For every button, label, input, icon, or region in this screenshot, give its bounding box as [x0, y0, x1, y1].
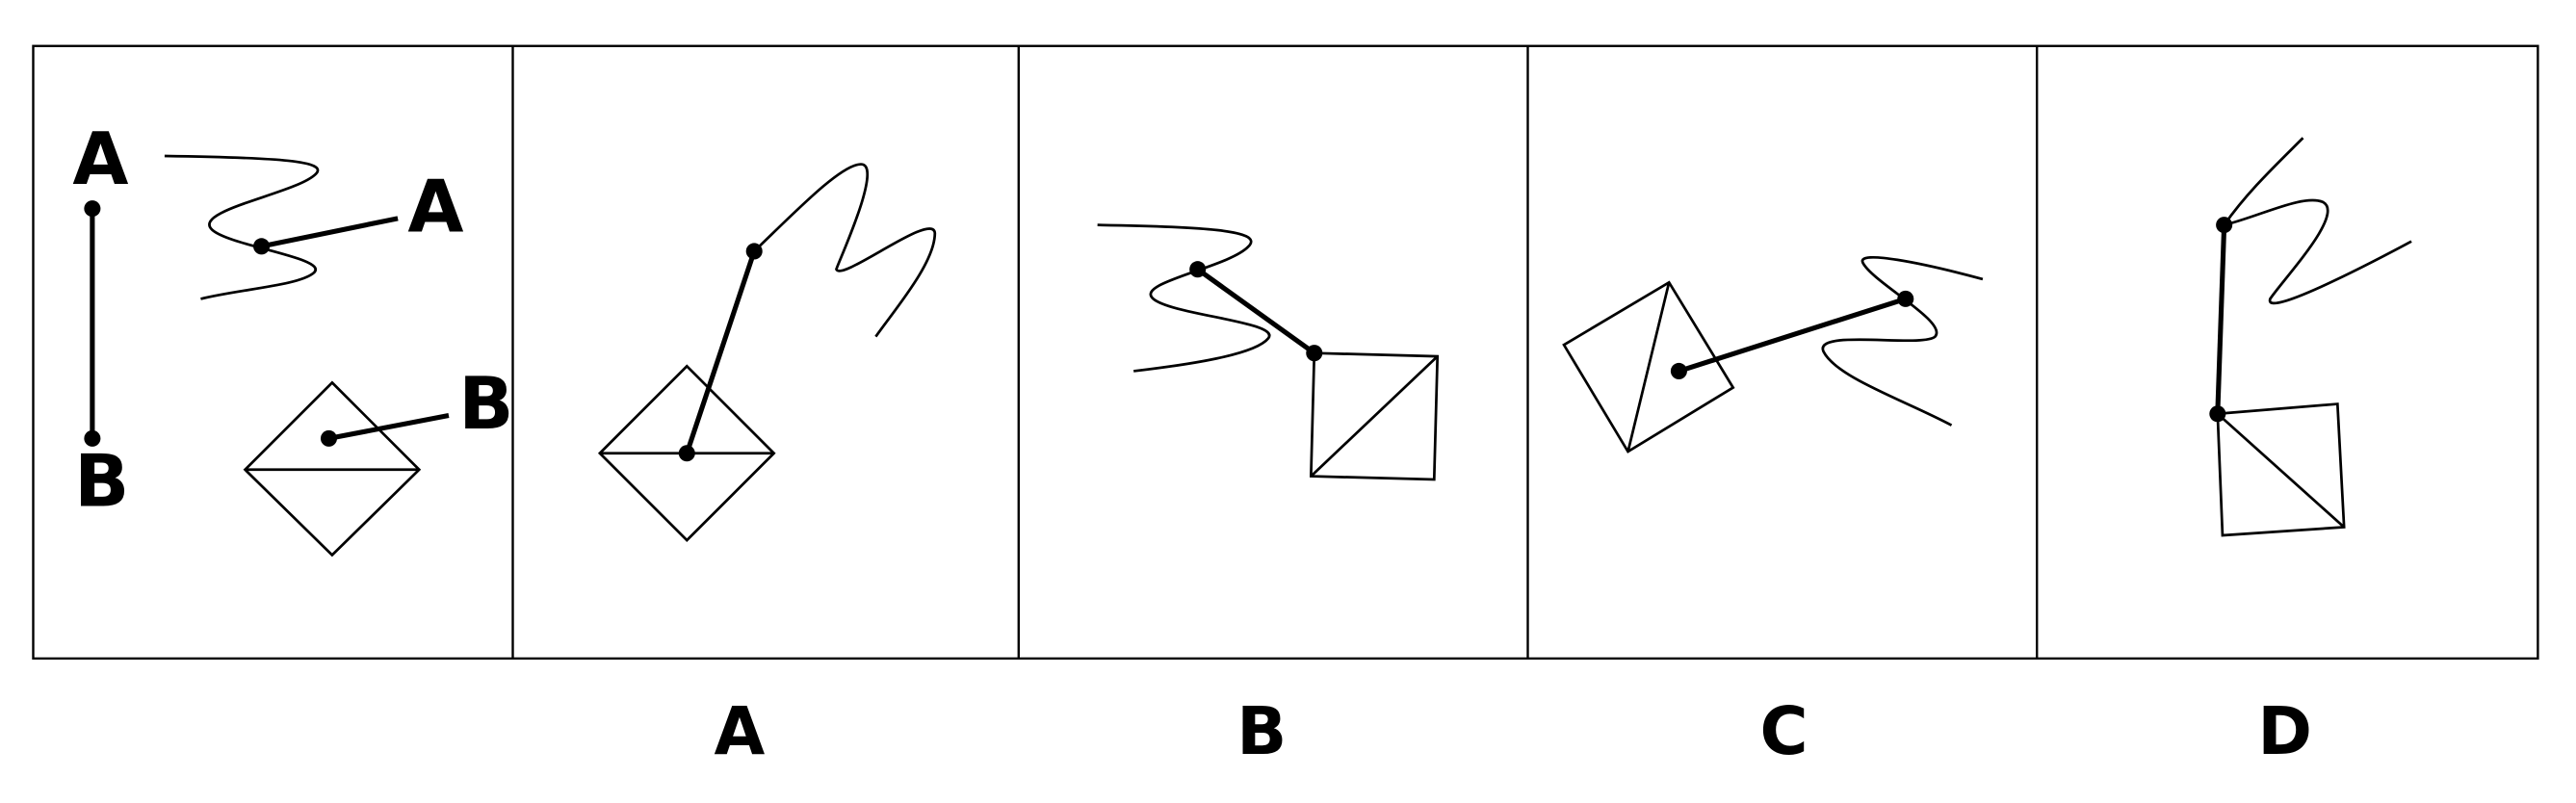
option-a-label[interactable]: A — [714, 694, 765, 770]
option-d-wave-curve — [2221, 137, 2412, 305]
option-b-point-1 — [1189, 261, 1207, 278]
reference-segment: A B — [72, 117, 129, 523]
segment-label-b: B — [74, 438, 129, 523]
option-d-square-diagonal — [2216, 412, 2346, 529]
diamond-shape — [243, 380, 422, 557]
option-a-point-1 — [678, 445, 695, 462]
segment-point-b — [84, 429, 101, 447]
diamond-label-b: B — [458, 361, 513, 446]
option-a-point-2 — [745, 243, 763, 260]
option-c-point-2 — [1897, 290, 1914, 307]
segment-label-a: A — [72, 117, 128, 201]
question-panel: A B A B — [72, 117, 513, 557]
option-b-square — [1309, 351, 1440, 481]
option-c-connector — [1678, 296, 1907, 374]
diamond-figure: B — [243, 361, 513, 557]
option-b-figure[interactable] — [1097, 223, 1440, 481]
diamond-arm — [327, 412, 450, 441]
option-b-square-diagonal — [1310, 355, 1439, 478]
option-a-wave-curve — [753, 163, 937, 338]
outer-border — [32, 44, 2539, 661]
option-d-label[interactable]: D — [2257, 694, 2312, 770]
option-c-wave-curve — [1821, 255, 1984, 427]
option-b-point-2 — [1306, 345, 1323, 362]
option-c-point-1 — [1670, 362, 1687, 379]
option-c-label[interactable]: C — [1760, 694, 1808, 770]
panel-frame — [32, 44, 2539, 661]
wave-label-a: A — [407, 164, 463, 248]
wave-curve — [164, 154, 320, 300]
option-c-square — [1562, 280, 1735, 453]
option-a-diamond — [597, 364, 776, 543]
diamond-attach-point — [320, 429, 338, 447]
option-c-square-diagonal — [1626, 282, 1671, 453]
option-d-point-2 — [2209, 405, 2226, 423]
option-labels: A B C D — [714, 694, 2312, 770]
option-d-point-1 — [2216, 217, 2233, 234]
option-d-connector — [2215, 224, 2227, 414]
option-c-figure[interactable] — [1562, 255, 1984, 453]
option-d-figure[interactable] — [2209, 137, 2412, 537]
option-b-connector — [1196, 267, 1316, 355]
wave-attach-point — [253, 238, 271, 255]
option-b-label[interactable]: B — [1236, 694, 1287, 770]
wave-arm — [261, 216, 399, 249]
option-a-figure[interactable] — [597, 163, 937, 543]
option-a-connector — [684, 250, 757, 454]
wave-figure: A — [164, 154, 463, 300]
segment-point-a — [84, 200, 101, 218]
option-b-wave-curve — [1097, 223, 1271, 373]
